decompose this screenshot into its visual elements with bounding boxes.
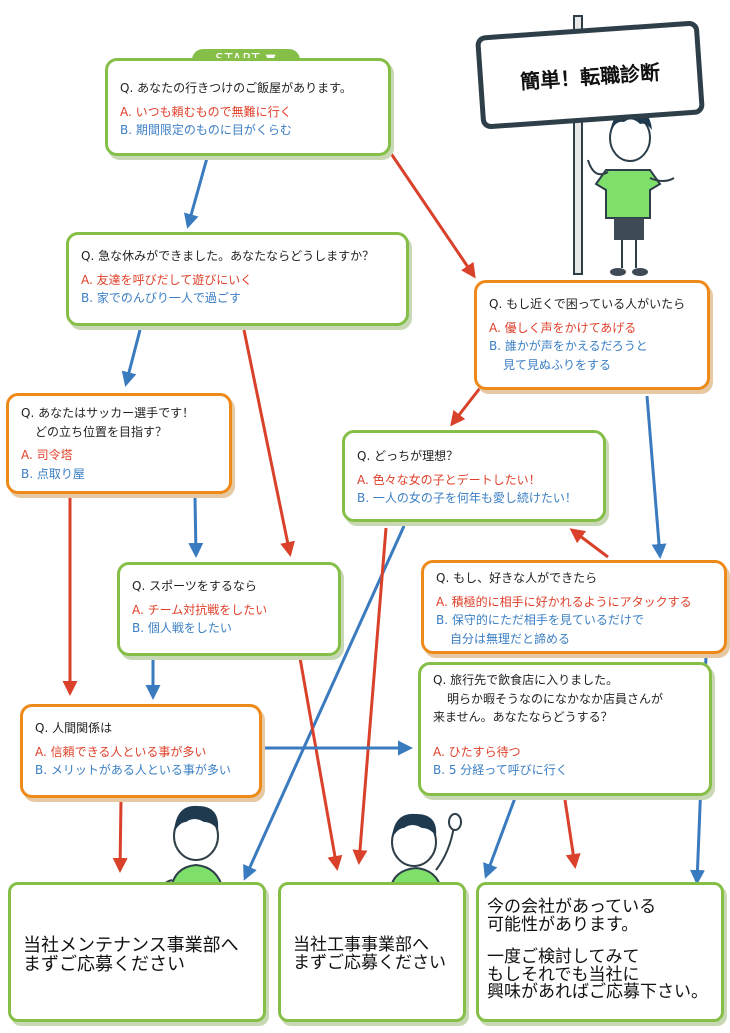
question-8: Q. 旅行先で飲食店に入りました。 明らか暇そうなのになかなか店員さんが 来ませ…: [418, 662, 712, 796]
arrow-q1-a: [388, 151, 476, 279]
question-9: Q. 人間関係は A. 信頼できる人といる事が多い B. メリットがある人といる…: [20, 704, 262, 798]
arrow-q5-b: [243, 525, 406, 881]
question-5: Q. どっちが理想？ A. 色々な女の子とデートしたい！ B. 一人の女の子を何…: [342, 430, 606, 522]
arrow-q4-b: [188, 497, 204, 558]
arrow-q3-b: [645, 395, 667, 559]
arrow-q2-b: [121, 329, 142, 387]
boy-waving-illustration: [388, 813, 462, 892]
arrow-q3-a: [450, 387, 482, 427]
question-6: Q. スポーツをするなら A. チーム対抗戦をしたい B. 個人戦をしたい: [117, 562, 341, 656]
arrow-q9-a: [112, 799, 128, 873]
arrow-q8-a: [563, 799, 581, 869]
arrow-q5-a: [352, 527, 388, 865]
arrow-q8-b: [483, 797, 517, 879]
question-1: Q. あなたの行きつけのご飯屋があります。 A. いつも頼むもので無難に行く B…: [105, 58, 391, 156]
arrow-q1-b: [184, 157, 209, 229]
boy-pointing-illustration: [161, 805, 226, 895]
arrow-q7-a: [569, 528, 609, 559]
question-3: Q. もし近くで困っている人がいたら A. 優しく声をかけてあげる B. 誰かが…: [474, 280, 710, 390]
question-2: Q. 急な休みができました。あなたならどうしますか？ A. 友達を呼びだして遊び…: [66, 232, 409, 326]
result-maintenance: 当社メンテナンス事業部へ まずご応募ください: [8, 882, 266, 1022]
sign-title: 簡単！転職診断: [474, 20, 706, 130]
result-current-company: 今の会社があっている 可能性があります。 一度ご検討してみて もしそれでも当社に…: [476, 882, 724, 1022]
result-construction: 当社工事事業部へ まずご応募ください: [278, 882, 466, 1022]
arrow-q2-a: [242, 329, 295, 557]
question-7: Q. もし、好きな人ができたら A. 積極的に相手に好かれるようにアタックする …: [421, 560, 727, 654]
arrow-q6-a: [298, 657, 343, 871]
question-4: Q. あなたはサッカー選手です！ どの立ち位置を目指す？ A. 司令塔 B. 点…: [6, 393, 232, 494]
